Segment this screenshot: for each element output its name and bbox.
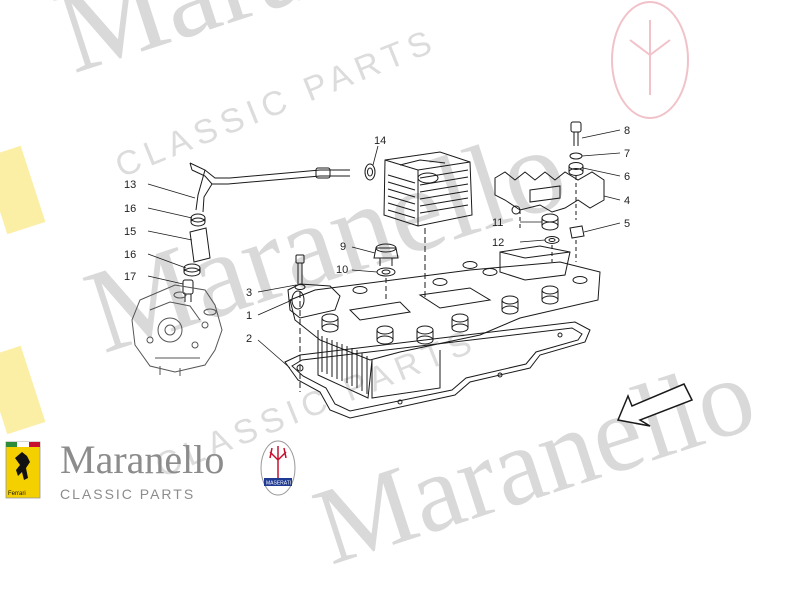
callout-9: 9	[340, 241, 346, 253]
direction-arrow-icon	[616, 383, 694, 427]
callout-7: 7	[624, 148, 630, 160]
callout-labels: 14 13 16 15 16 17 9 10 3 1 2 8 7 6 4 11 …	[124, 125, 630, 345]
ferrari-crest-watermark-left	[0, 145, 46, 435]
callout-4: 4	[624, 195, 630, 207]
callout-14: 14	[374, 135, 386, 147]
callout-3: 3	[246, 287, 252, 299]
ferrari-badge-text: Ferrari	[8, 491, 26, 497]
breather-pipe	[189, 162, 350, 213]
pipe-clamp	[364, 163, 376, 181]
callout-17: 17	[124, 271, 136, 283]
mounting-bracket	[494, 171, 605, 230]
screw-left	[294, 254, 306, 392]
manifold-assembly	[131, 121, 605, 419]
callout-15: 15	[124, 226, 136, 238]
callout-5: 5	[624, 218, 630, 230]
callout-10: 10	[336, 264, 348, 276]
oil-cooler	[383, 151, 473, 227]
callout-11: 11	[492, 217, 503, 229]
callout-2: 2	[246, 333, 252, 345]
maserati-badge-text: MASERATI	[266, 481, 291, 487]
fastener-stack-right	[568, 121, 585, 262]
filler-cap	[373, 243, 399, 300]
callout-1: 1	[246, 310, 252, 322]
callout-6: 6	[624, 171, 630, 183]
callout-16-lower: 16	[124, 249, 136, 261]
diagram-canvas: 14 13 16 15 16 17 9 10 3 1 2 8 7 6 4 11 …	[0, 1, 694, 499]
callout-16-upper: 16	[124, 203, 136, 215]
gasket-outline	[284, 321, 591, 419]
exploded-diagram-page: Maranello CLASSIC PARTS Maranello CLASSI…	[0, 0, 768, 588]
brand-logo-text: Maranello	[60, 437, 225, 482]
callout-13: 13	[124, 179, 136, 191]
maserati-crest-watermark-top-right	[611, 1, 689, 119]
brand-logo-subtitle: CLASSIC PARTS	[60, 486, 196, 502]
ferrari-badge-icon: Ferrari	[5, 441, 41, 499]
callout-12: 12	[492, 237, 504, 249]
maserati-badge-icon: MASERATI	[260, 440, 296, 496]
callout-8: 8	[624, 125, 630, 137]
manifold-bosses	[321, 261, 588, 345]
engine-block-partial	[131, 284, 223, 376]
front-cooling-fins	[321, 336, 368, 394]
callout-leaders	[147, 129, 621, 369]
manifold-body	[289, 261, 601, 361]
hose-and-clamps	[182, 213, 211, 302]
